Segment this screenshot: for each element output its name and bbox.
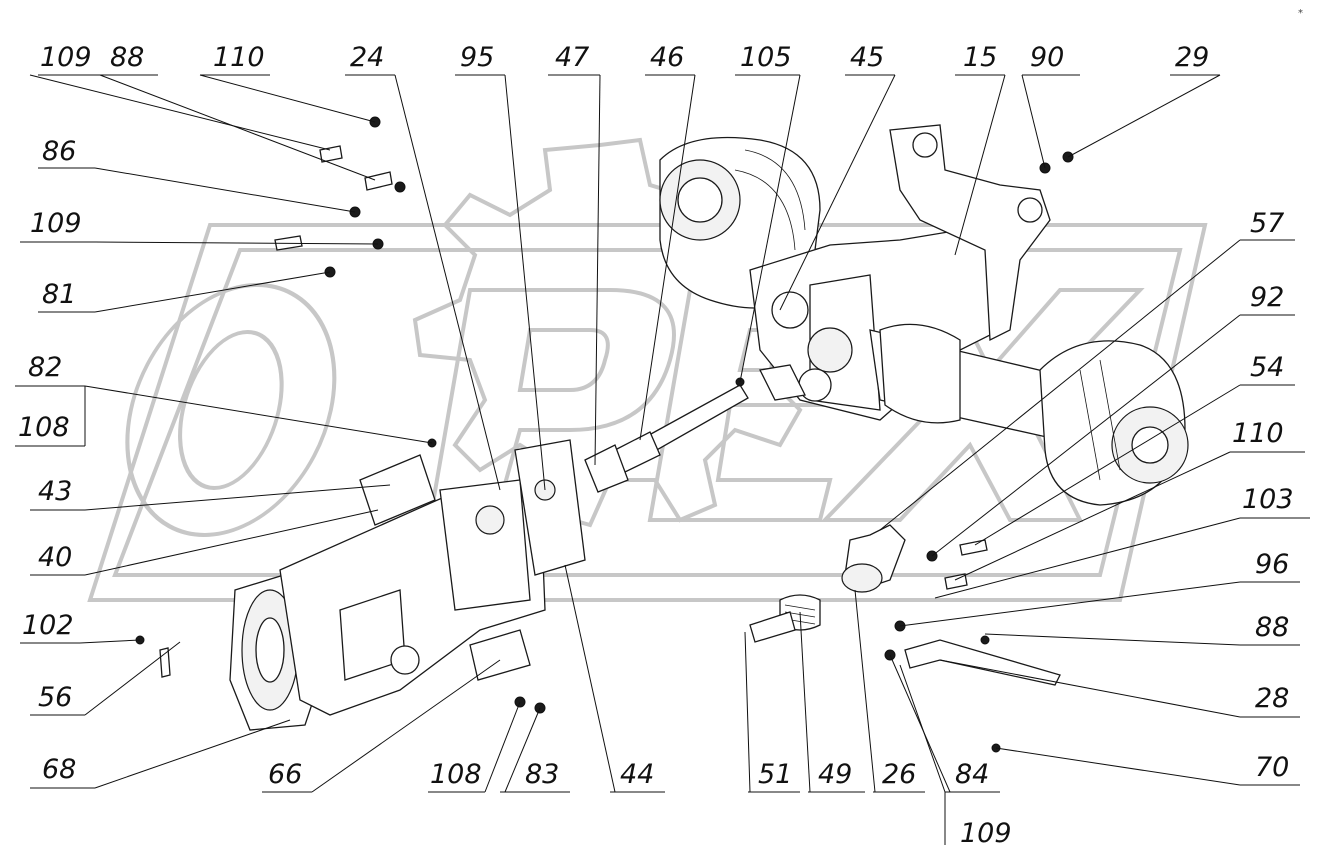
callout-51: 51 [758,759,792,790]
fasteners [135,116,1074,753]
callout-44: 44 [620,759,654,790]
callout-103: 103 [1242,484,1294,515]
callout-88-right: 88 [1255,612,1289,643]
callout-68: 68 [42,754,76,785]
callout-105: 105 [740,42,792,73]
callout-43: 43 [38,476,72,507]
callout-95: 95 [460,42,494,73]
callout-labels: 109 88 110 24 95 47 46 105 45 15 90 29 8… [18,42,1294,849]
corner-mark: * [1298,8,1303,19]
callout-109-bottom: 109 [960,818,1012,849]
callout-110-top: 110 [213,42,265,73]
callout-108-left: 108 [18,412,70,443]
callout-109-top: 109 [40,42,92,73]
callout-54: 54 [1250,352,1284,383]
callout-82: 82 [28,352,62,383]
callout-86: 86 [42,136,76,167]
callout-90: 90 [1030,42,1064,73]
callout-96: 96 [1255,549,1289,580]
callout-92: 92 [1250,282,1284,313]
callout-83: 83 [525,759,559,790]
callout-102: 102 [22,610,74,641]
callout-47: 47 [555,42,589,73]
callout-15: 15 [963,42,997,73]
callout-66: 66 [268,759,302,790]
callout-84: 84 [955,759,989,790]
gearbox-housing-assembly [229,439,629,731]
callout-81: 81 [42,279,76,310]
leader-lines [15,74,1310,845]
callout-40: 40 [38,542,72,573]
callout-26: 26 [882,759,916,790]
callout-45: 45 [850,42,884,73]
callout-56: 56 [38,682,72,713]
callout-24: 24 [350,42,384,73]
callout-28: 28 [1255,683,1289,714]
callout-110-right: 110 [1232,418,1284,449]
lever-and-spring-parts [749,524,1061,686]
callout-88-top: 88 [110,42,144,73]
callout-109-left: 109 [30,208,82,239]
callout-49: 49 [818,759,852,790]
callout-57: 57 [1250,208,1284,239]
main-axle-assembly [614,124,1189,506]
callout-70: 70 [1255,752,1289,783]
callout-29: 29 [1175,42,1209,73]
callout-46: 46 [650,42,684,73]
callout-108-bottom: 108 [430,759,482,790]
